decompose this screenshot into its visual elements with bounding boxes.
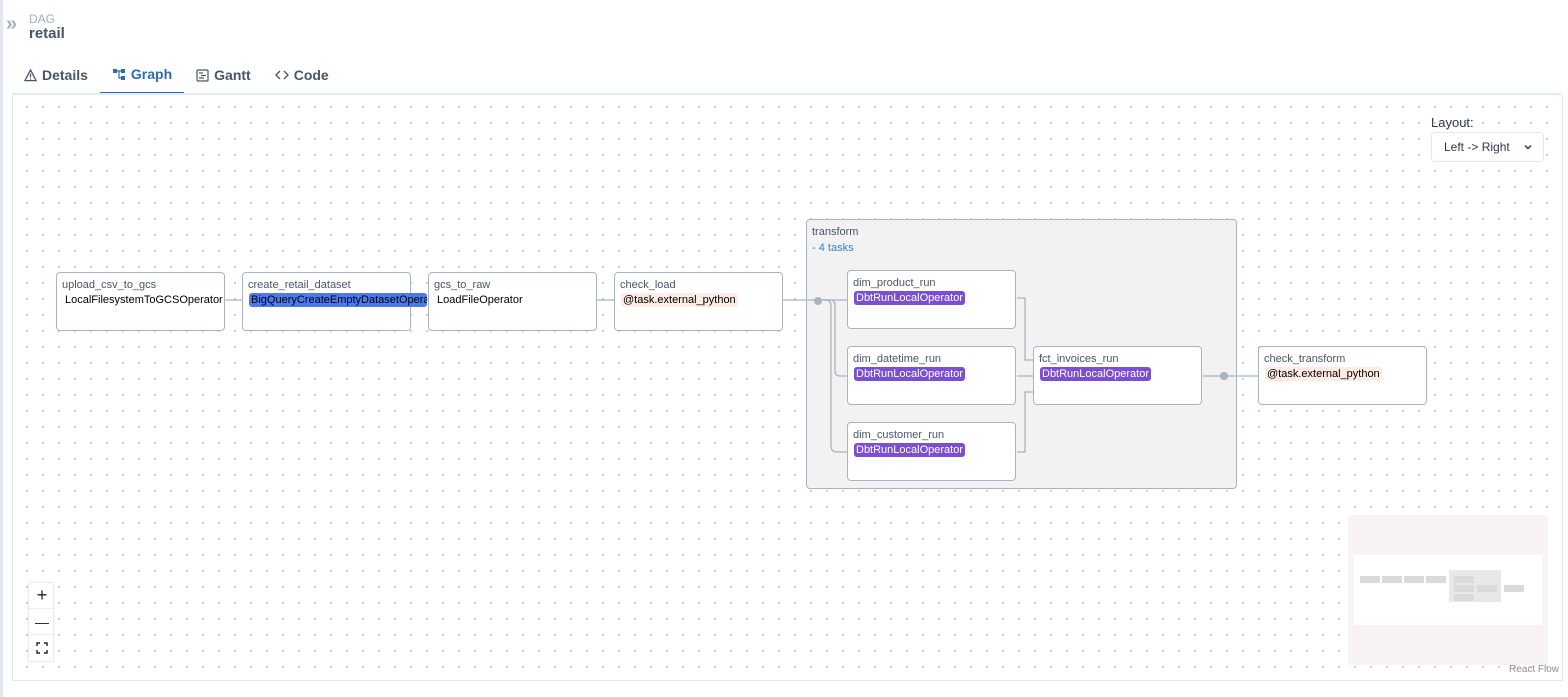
layout-select[interactable]: Left -> Right <box>1431 132 1544 162</box>
edge-junction <box>814 297 822 305</box>
minimap-node <box>1404 576 1424 583</box>
dag-name: retail <box>29 25 65 42</box>
zoom-controls: + — <box>28 582 55 662</box>
task-node-gcs-to-raw[interactable]: gcs_to_raw LoadFileOperator <box>428 272 597 331</box>
operator-badge: LoadFileOperator <box>437 294 523 306</box>
edge <box>818 299 848 377</box>
operator-badge: DbtRunLocalOperator <box>854 367 966 381</box>
operator-badge: @task.external_python <box>1265 367 1382 381</box>
warning-triangle-icon <box>24 68 37 81</box>
task-id: create_retail_dataset <box>248 279 351 291</box>
operator-badge: BigQueryCreateEmptyDatasetOperator <box>249 293 427 307</box>
zoom-in-button[interactable]: + <box>29 583 55 609</box>
edge-junction <box>1220 372 1228 380</box>
minimap[interactable] <box>1348 515 1548 665</box>
tab-bar: Details Graph Gantt Code <box>12 56 341 94</box>
graph-edges <box>225 297 1259 453</box>
task-id: dim_product_run <box>853 277 936 289</box>
tab-code-label: Code <box>293 67 329 83</box>
minimap-node <box>1477 585 1497 592</box>
task-id: dim_customer_run <box>853 429 945 441</box>
tabs-divider <box>12 93 1562 95</box>
minimap-node <box>1360 576 1380 583</box>
code-icon <box>274 70 289 80</box>
layout-select-value: Left -> Right <box>1444 140 1510 154</box>
layout-label: Layout: <box>1431 115 1474 130</box>
tab-gantt[interactable]: Gantt <box>184 56 263 94</box>
chevron-down-icon <box>1524 145 1532 150</box>
task-id: gcs_to_raw <box>434 279 491 291</box>
fit-view-button[interactable] <box>29 635 55 661</box>
fit-view-icon <box>36 642 48 654</box>
task-node-upload-csv-to-gcs[interactable]: upload_csv_to_gcs LocalFilesystemToGCSOp… <box>56 272 225 331</box>
task-group-count[interactable]: - 4 tasks <box>812 242 854 254</box>
zoom-out-button[interactable]: — <box>29 609 55 635</box>
task-id: upload_csv_to_gcs <box>62 279 157 291</box>
operator-badge: DbtRunLocalOperator <box>854 443 966 457</box>
operator-badge: LocalFilesystemToGCSOperator <box>65 294 223 306</box>
task-id: check_transform <box>1264 353 1346 365</box>
graph-icon <box>112 68 125 80</box>
task-id: dim_datetime_run <box>853 353 942 365</box>
edge <box>818 299 848 453</box>
task-node-check-transform[interactable]: check_transform @task.external_python <box>1258 346 1427 405</box>
task-node-dim-datetime-run[interactable]: dim_datetime_run DbtRunLocalOperator <box>847 346 1016 405</box>
gantt-icon <box>196 68 209 82</box>
dag-label: DAG <box>29 12 56 26</box>
task-node-check-load[interactable]: check_load @task.external_python <box>614 272 783 331</box>
tab-gantt-label: Gantt <box>214 67 251 83</box>
minimap-node <box>1504 585 1524 592</box>
edge <box>1017 391 1034 453</box>
tab-code[interactable]: Code <box>263 56 341 94</box>
task-node-dim-product-run[interactable]: dim_product_run DbtRunLocalOperator <box>847 270 1016 329</box>
left-rule <box>0 0 3 697</box>
minimap-node <box>1454 576 1474 583</box>
double-chevron-right-icon[interactable]: » <box>6 13 18 35</box>
task-id: fct_invoices_run <box>1039 353 1119 365</box>
react-flow-attribution[interactable]: React Flow <box>1509 664 1560 675</box>
minimap-node <box>1454 585 1474 592</box>
minimap-node <box>1426 576 1446 583</box>
minimap-node <box>1382 576 1402 583</box>
minimap-node <box>1454 594 1474 601</box>
tab-graph-label: Graph <box>130 66 173 82</box>
edge <box>1017 297 1034 361</box>
operator-badge: DbtRunLocalOperator <box>1040 367 1152 381</box>
task-node-create-retail-dataset[interactable]: create_retail_dataset BigQueryCreateEmpt… <box>242 272 427 331</box>
tab-graph[interactable]: Graph <box>99 56 185 94</box>
tab-details-label: Details <box>42 67 88 83</box>
operator-badge: DbtRunLocalOperator <box>854 291 966 305</box>
tab-details[interactable]: Details <box>12 56 100 94</box>
task-id: check_load <box>620 279 676 291</box>
task-group-title: transform <box>812 226 859 238</box>
task-node-fct-invoices-run[interactable]: fct_invoices_run DbtRunLocalOperator <box>1033 346 1202 405</box>
task-node-dim-customer-run[interactable]: dim_customer_run DbtRunLocalOperator <box>847 422 1016 481</box>
graph-canvas[interactable]: Layout: Left -> Right transform - 4 task… <box>12 95 1563 681</box>
operator-badge: @task.external_python <box>621 293 738 307</box>
